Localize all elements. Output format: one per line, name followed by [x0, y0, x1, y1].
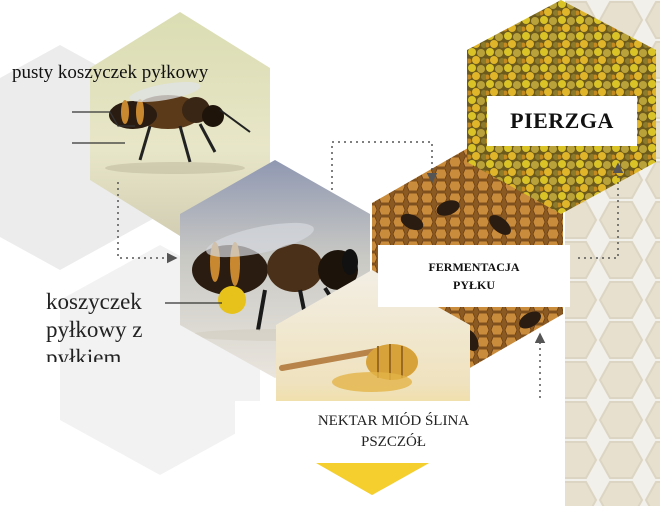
- empty-pollen-basket-label: pusty koszyczek pyłkowy: [12, 62, 208, 84]
- nectar-label-line1: NEKTAR MIÓD ŚLINA: [318, 411, 469, 432]
- pierzga-label: PIERZGA: [510, 108, 614, 134]
- fermentation-label-line2: PYŁKU: [428, 276, 519, 294]
- fermentation-label-box: FERMENTACJA PYŁKU: [378, 245, 570, 307]
- flow-arrow-nectar-to-fermentation: [528, 334, 540, 410]
- fermentation-label-line1: FERMENTACJA: [428, 258, 519, 276]
- full-pollen-basket-label: koszyczek pyłkowy z pyłkiem: [46, 288, 186, 362]
- nectar-label-line2: PSZCZÓŁ: [318, 432, 469, 453]
- full-pollen-basket-label-container: koszyczek pyłkowy z pyłkiem: [46, 288, 186, 362]
- pierzga-label-box: PIERZGA: [487, 96, 637, 146]
- nectar-honey-saliva-label-box: NEKTAR MIÓD ŚLINA PSZCZÓŁ: [235, 401, 552, 463]
